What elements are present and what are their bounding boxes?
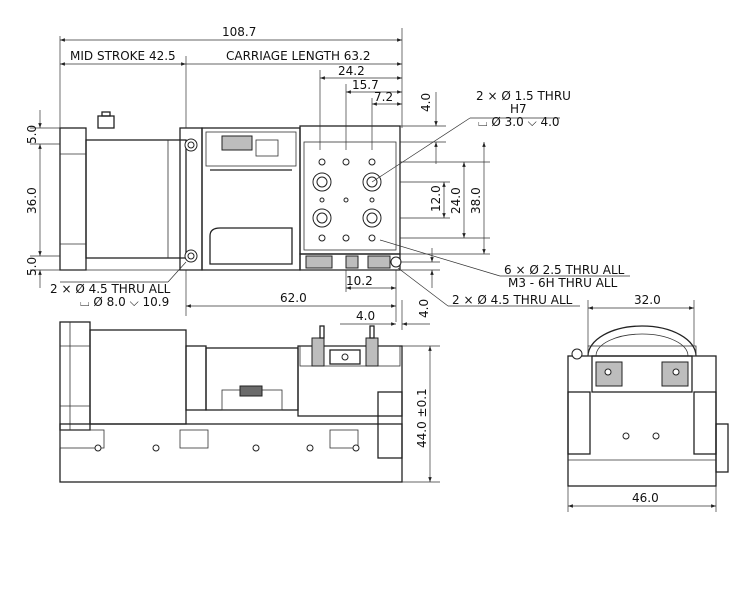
dim-4-0-top: 4.0 <box>419 93 433 112</box>
note-hole-4-5-right: 2 × Ø 4.5 THRU ALL <box>452 293 573 307</box>
dim-38-0: 38.0 <box>469 187 483 214</box>
note-hole-4-5-left-line2: ⌴ Ø 8.0 ⌵ 10.9 <box>80 295 169 309</box>
note-hole-2-5-line2: M3 - 6H THRU ALL <box>508 276 618 290</box>
dim-24-2: 24.2 <box>338 64 365 78</box>
note-hole-2-5-line1: 6 × Ø 2.5 THRU ALL <box>504 263 625 277</box>
dim-5-0-top: 5.0 <box>25 125 39 144</box>
note-hole-4-5-left-line1: 2 × Ø 4.5 THRU ALL <box>50 282 171 296</box>
dim-7-2: 7.2 <box>374 90 393 104</box>
note-hole-1-5-line1: 2 × Ø 1.5 THRU <box>476 89 571 103</box>
side-view <box>567 325 729 487</box>
dim-5-0-bottom: 5.0 <box>25 257 39 276</box>
note-hole-1-5-line2: H7 <box>510 102 527 116</box>
dimension-labels: 108.7 MID STROKE 42.5 CARRIAGE LENGTH 63… <box>25 25 661 505</box>
dim-32-0: 32.0 <box>634 293 661 307</box>
dim-10-2: 10.2 <box>346 274 373 288</box>
dim-46-0: 46.0 <box>632 491 659 505</box>
top-view <box>59 111 402 271</box>
dim-15-7: 15.7 <box>352 78 379 92</box>
hole-notes: 2 × Ø 1.5 THRU H7 ⌴ Ø 3.0 ⌵ 4.0 6 × Ø 2.… <box>50 89 625 309</box>
dim-4-0-right: 4.0 <box>417 299 431 318</box>
dim-carriage-length: CARRIAGE LENGTH 63.2 <box>226 49 371 63</box>
dim-12-0: 12.0 <box>429 185 443 212</box>
note-hole-1-5-line3: ⌴ Ø 3.0 ⌵ 4.0 <box>478 115 560 129</box>
dim-4-0-bottom: 4.0 <box>356 309 375 323</box>
dim-mid-stroke: MID STROKE 42.5 <box>70 49 176 63</box>
dimension-lines <box>30 28 717 512</box>
front-view <box>59 321 403 483</box>
dim-62-0: 62.0 <box>280 291 307 305</box>
dim-36-0: 36.0 <box>25 187 39 214</box>
dim-overall-length: 108.7 <box>222 25 256 39</box>
dim-44-0: 44.0 ±0.1 <box>415 388 429 448</box>
dim-24-0: 24.0 <box>449 187 463 214</box>
